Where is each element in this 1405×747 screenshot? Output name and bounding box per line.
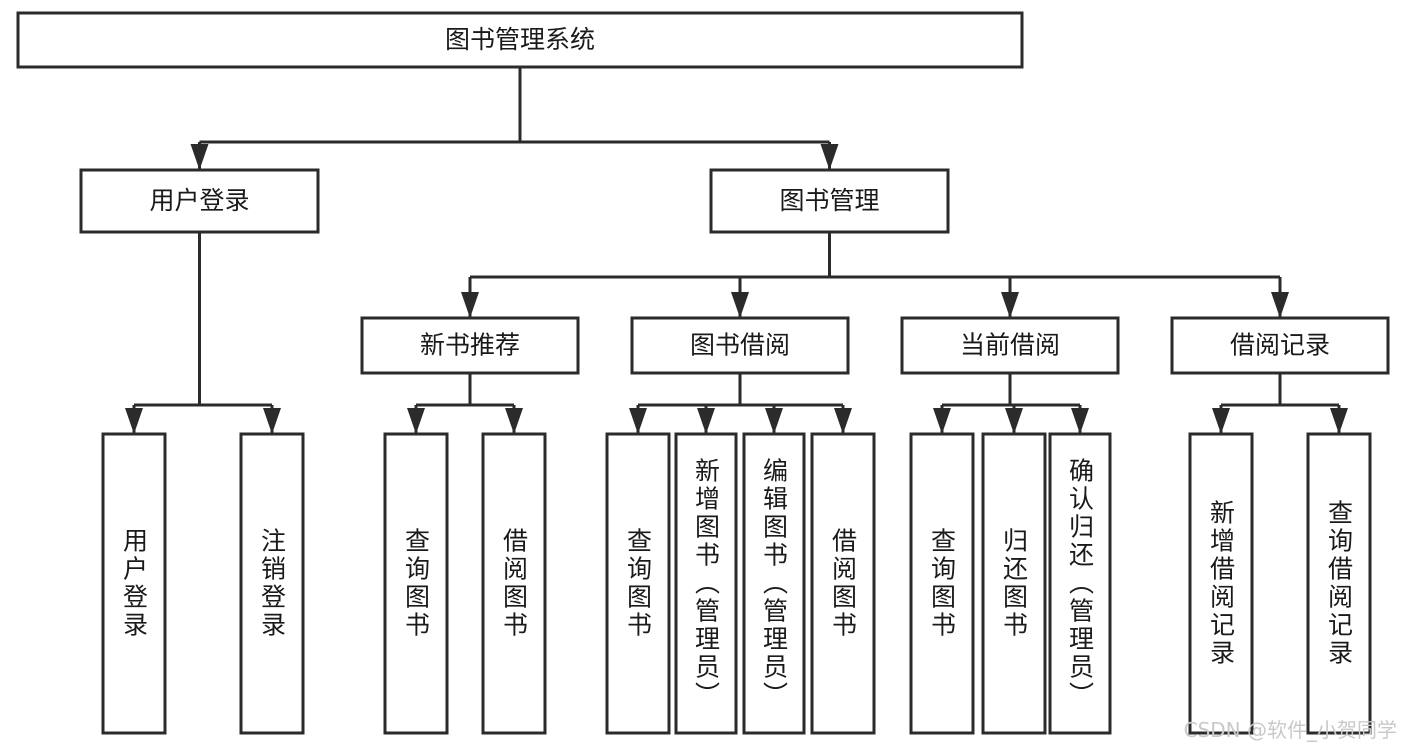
arrow-head-icon bbox=[1001, 292, 1019, 318]
arrow-head-icon bbox=[263, 408, 281, 434]
leaf-node-label: 新增图书（管理员） bbox=[692, 458, 721, 710]
arrow-head-icon bbox=[407, 408, 425, 434]
arrow-head-icon bbox=[697, 408, 715, 434]
nodes-layer: 图书管理系统用户登录图书管理新书推荐图书借阅当前借阅借阅记录用户登录注销登录查询… bbox=[16, 11, 1390, 735]
level1-box[interactable] bbox=[709, 168, 950, 234]
leaf-node[interactable]: 确认归还（管理员） bbox=[1048, 432, 1112, 735]
level2-box[interactable] bbox=[360, 316, 580, 375]
leaf-node[interactable]: 注销登录 bbox=[239, 432, 305, 735]
arrow-head-icon bbox=[461, 292, 479, 318]
leaf-node-label: 新增借阅记录 bbox=[1207, 500, 1236, 668]
leaf-box[interactable] bbox=[239, 432, 305, 735]
arrow-head-icon bbox=[629, 408, 647, 434]
level2-box[interactable] bbox=[630, 316, 850, 375]
level1-node-label: 图书管理 bbox=[779, 186, 879, 215]
leaf-box[interactable] bbox=[1188, 432, 1254, 735]
leaf-node[interactable]: 查询借阅记录 bbox=[1306, 432, 1372, 735]
level2-node[interactable]: 图书借阅 bbox=[630, 316, 850, 375]
level2-node-label: 新书推荐 bbox=[420, 331, 520, 360]
arrow-head-icon bbox=[125, 408, 143, 434]
level1-node-label: 用户登录 bbox=[149, 186, 249, 215]
arrow-head-icon bbox=[1330, 408, 1348, 434]
leaf-node[interactable]: 归还图书 bbox=[981, 432, 1047, 735]
level1-node[interactable]: 图书管理 bbox=[709, 168, 950, 234]
arrow-head-icon bbox=[1212, 408, 1230, 434]
leaf-box[interactable] bbox=[810, 432, 876, 735]
level2-box[interactable] bbox=[1170, 316, 1390, 375]
leaf-node-label: 注销登录 bbox=[258, 528, 287, 640]
connectors-layer bbox=[125, 67, 1348, 434]
level2-box[interactable] bbox=[900, 316, 1120, 375]
level2-node-label: 图书借阅 bbox=[690, 331, 790, 360]
arrow-head-icon bbox=[820, 144, 839, 170]
leaf-node-label: 归还图书 bbox=[1000, 528, 1029, 640]
leaf-node[interactable]: 借阅图书 bbox=[481, 432, 547, 735]
leaf-box[interactable] bbox=[605, 432, 671, 735]
leaf-node[interactable]: 用户登录 bbox=[101, 432, 167, 735]
level2-node[interactable]: 新书推荐 bbox=[360, 316, 580, 375]
arrow-head-icon bbox=[765, 408, 783, 434]
level2-node-label: 当前借阅 bbox=[960, 331, 1060, 360]
leaf-node-label: 查询借阅记录 bbox=[1325, 500, 1354, 668]
leaf-node-label: 借阅图书 bbox=[829, 528, 858, 640]
leaf-box[interactable] bbox=[909, 432, 975, 735]
leaf-box[interactable] bbox=[101, 432, 167, 735]
leaf-node-label: 用户登录 bbox=[120, 528, 149, 640]
leaf-node[interactable]: 查询图书 bbox=[383, 432, 449, 735]
arrow-head-icon bbox=[731, 292, 749, 318]
leaf-box[interactable] bbox=[1306, 432, 1372, 735]
arrow-head-icon bbox=[834, 408, 852, 434]
arrow-head-icon bbox=[1071, 408, 1089, 434]
leaf-node[interactable]: 查询图书 bbox=[605, 432, 671, 735]
leaf-node-label: 编辑图书（管理员） bbox=[760, 458, 789, 710]
arrow-head-icon bbox=[190, 144, 209, 170]
leaf-node-label: 查询图书 bbox=[624, 528, 653, 640]
leaf-node-label: 查询图书 bbox=[928, 528, 957, 640]
leaf-box[interactable] bbox=[481, 432, 547, 735]
leaf-node-label: 确认归还（管理员） bbox=[1066, 458, 1095, 710]
leaf-box[interactable] bbox=[383, 432, 449, 735]
leaf-box[interactable] bbox=[674, 432, 738, 735]
root-node[interactable]: 图书管理系统 bbox=[16, 11, 1024, 69]
arrow-head-icon bbox=[1005, 408, 1023, 434]
arrow-head-icon bbox=[1271, 292, 1289, 318]
level2-node[interactable]: 借阅记录 bbox=[1170, 316, 1390, 375]
level1-box[interactable] bbox=[79, 168, 320, 234]
leaf-box[interactable] bbox=[981, 432, 1047, 735]
level1-node[interactable]: 用户登录 bbox=[79, 168, 320, 234]
leaf-node[interactable]: 查询图书 bbox=[909, 432, 975, 735]
arrow-head-icon bbox=[933, 408, 951, 434]
arrow-head-icon bbox=[505, 408, 523, 434]
level2-node[interactable]: 当前借阅 bbox=[900, 316, 1120, 375]
leaf-node-label: 查询图书 bbox=[402, 528, 431, 640]
leaf-node[interactable]: 新增借阅记录 bbox=[1188, 432, 1254, 735]
leaf-node-label: 借阅图书 bbox=[500, 528, 529, 640]
root-box[interactable] bbox=[16, 11, 1024, 69]
leaf-box[interactable] bbox=[1048, 432, 1112, 735]
leaf-node[interactable]: 新增图书（管理员） bbox=[674, 432, 738, 735]
level2-node-label: 借阅记录 bbox=[1230, 331, 1330, 360]
leaf-node[interactable]: 编辑图书（管理员） bbox=[742, 432, 806, 735]
leaf-box[interactable] bbox=[742, 432, 806, 735]
leaf-node[interactable]: 借阅图书 bbox=[810, 432, 876, 735]
root-node-label: 图书管理系统 bbox=[445, 25, 595, 54]
